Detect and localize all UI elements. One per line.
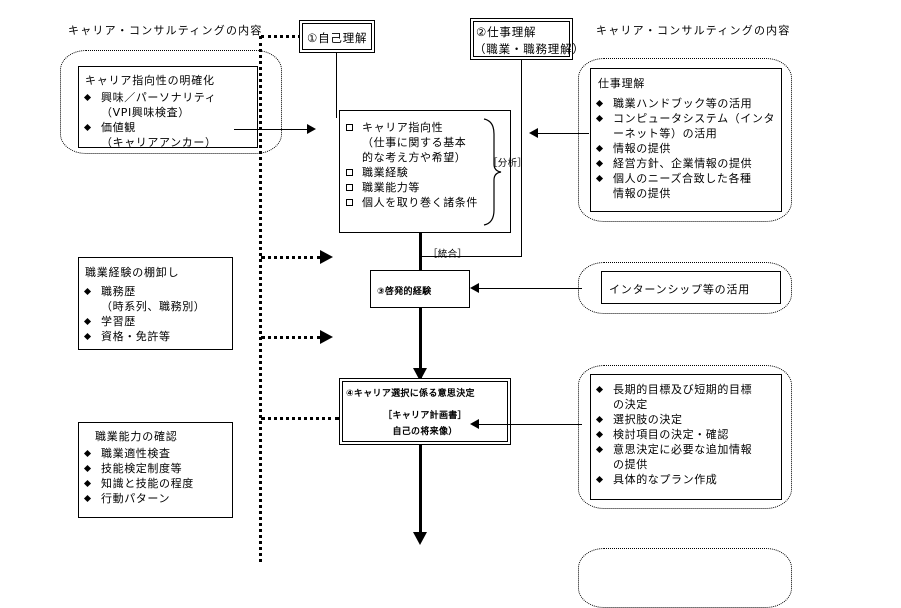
left-box-1-item-3: 価値観 [79, 120, 257, 135]
stage-box-2-label-line2: （職業・職務理解） [474, 42, 585, 56]
right-box-work-understanding: 仕事理解 職業ハンドブック等の活用 コンピュータシステム（インタ ーネット等）の… [590, 68, 782, 212]
analysis-item-2: （仕事に関する基本 [362, 136, 467, 149]
left-box-2-item-1: 職務歴 [79, 284, 232, 299]
right-box-3-item-4: 検討項目の決定・確認 [591, 427, 781, 442]
spine-analysis-to-enlightening [419, 233, 422, 271]
left-column-header: キャリア・コンサルティングの内容 [68, 24, 263, 37]
line-decision-support-to-decision [478, 424, 582, 425]
connector-work-understanding-to-center [420, 256, 522, 257]
stage-box-work-understanding: ②仕事理解 （職業・職務理解） [470, 18, 585, 60]
connector-work-understanding-down [521, 60, 522, 256]
left-box-3-item-2: 技能検定制度等 [79, 461, 232, 476]
right-box-3-item-6: の提供 [613, 458, 648, 471]
right-box-1-item-3: ーネット等）の活用 [613, 127, 718, 140]
line-internship-to-enlightening [478, 288, 582, 289]
right-group-outline-1 [578, 58, 792, 222]
left-box-1-title: キャリア指向性の明確化 [85, 74, 215, 87]
left-box-2-item-3: 学習歴 [79, 314, 232, 329]
right-column-header: キャリア・コンサルティングの内容 [596, 24, 791, 37]
left-box-1-item-2: （VPI興味検査） [101, 106, 190, 119]
stage-box-4-sub2: 自己の将来像） [392, 427, 458, 437]
left-box-3-item-3: 知識と技能の程度 [79, 476, 232, 491]
left-box-3-item-4: 行動パターン [79, 491, 232, 506]
analysis-brace-icon [483, 118, 502, 226]
arrow-box1-to-analysis-icon [307, 124, 316, 134]
left-box-3-title: 職業能力の確認 [95, 430, 178, 443]
right-group-outline-2 [578, 262, 792, 314]
right-box-1-item-1: 職業ハンドブック等の活用 [591, 96, 781, 111]
right-box-1-item-5: 経営方針、企業情報の提供 [591, 156, 781, 171]
left-box-2-item-4: 資格・免許等 [79, 329, 232, 344]
right-box-3-item-3: 選択肢の決定 [591, 412, 781, 427]
stage-box-4-sub1: ［キャリア計画書］ [383, 411, 467, 421]
left-box-2-title: 職業経験の棚卸し [85, 266, 180, 279]
arrow-internship-to-enlightening-icon [470, 283, 479, 293]
right-group-outline-3 [578, 365, 792, 509]
stage-box-decision: ④キャリア選択に係る意思決定 ［キャリア計画書］ 自己の将来像） [339, 378, 511, 445]
stage-box-self-understanding: ①自己理解 [299, 20, 375, 53]
analysis-bracket-label: ［分析］ [488, 158, 528, 169]
right-box-1-item-2: コンピュータシステム（インタ [591, 111, 781, 126]
left-box-1-item-1: 興味／パーソナリティ [79, 90, 257, 105]
diagram-canvas: キャリア・コンサルティングの内容 キャリア・コンサルティングの内容 キャリア指向… [0, 0, 901, 562]
right-box-3-item-1: 長期的目標及び短期的目標 [591, 382, 781, 397]
left-box-career-orientation: キャリア指向性の明確化 興味／パーソナリティ （VPI興味検査） 価値観 （キャ… [78, 66, 258, 149]
analysis-box: キャリア指向性 （仕事に関する基本 的な考え方や希望） 職業経験 職業能力等 個… [339, 110, 511, 233]
arrow-into-decision-icon [413, 368, 427, 381]
left-box-2-item-2: （時系列、職務別） [101, 300, 206, 313]
right-box-decision-support: 長期的目標及び短期的目標 の決定 選択肢の決定 検討項目の決定・確認 意思決定に… [590, 374, 782, 500]
right-box-1-item-6: 個人のニーズ合致した各種 [591, 171, 781, 186]
analysis-item-1: キャリア指向性 [340, 120, 510, 135]
left-box-work-experience: 職業経験の棚卸し 職務歴 （時系列、職務別） 学習歴 資格・免許等 [78, 257, 233, 350]
right-box-3-item-7: 具体的なプラン作成 [591, 472, 781, 487]
right-box-1-title: 仕事理解 [598, 77, 646, 90]
stage-box-enlightening-experience: ③啓発的経験 [370, 270, 470, 308]
right-box-3-item-5: 意思決定に必要な追加情報 [591, 442, 781, 457]
right-box-1-item-7: 情報の提供 [613, 187, 671, 200]
stage-box-4-title: ④キャリア選択に係る意思決定 [346, 389, 475, 399]
left-dotted-spine [259, 36, 262, 562]
analysis-item-6: 個人を取り巻く諸条件 [340, 195, 510, 210]
spine-enlightening-to-decision [419, 308, 422, 380]
dotted-branch-to-enlightening [261, 336, 321, 339]
left-box-1-item-4: （キャリアアンカー） [101, 136, 217, 149]
right-box-1-item-4: 情報の提供 [591, 141, 781, 156]
right-box-3-item-2: の決定 [613, 398, 648, 411]
arrow-downward-continue-icon [413, 532, 427, 545]
line-box1-to-analysis [234, 129, 308, 130]
stage-box-2-label-line1: ②仕事理解 [476, 25, 537, 39]
dotted-branch-to-decision [261, 417, 339, 420]
analysis-item-3: 的な考え方や希望） [362, 151, 467, 164]
right-group-outline-4-partial [578, 548, 792, 608]
left-box-3-item-1: 職業適性検査 [79, 446, 232, 461]
dotted-branch-to-self-understanding [261, 35, 301, 38]
stage-box-1-label: ①自己理解 [307, 31, 368, 45]
left-box-vocational-ability: 職業能力の確認 職業適性検査 技能検定制度等 知識と技能の程度 行動パターン [78, 422, 233, 518]
analysis-item-4: 職業経験 [340, 165, 510, 180]
arrow-decision-support-to-decision-icon [470, 419, 479, 429]
dotted-branch-to-analysis [261, 256, 321, 259]
arrow-dotted-to-analysis-icon [320, 250, 333, 264]
stage-box-3-label: ③啓発的経験 [377, 287, 432, 297]
connector-self-understanding-down [336, 53, 337, 118]
arrow-dotted-to-enlightening-icon [320, 330, 333, 344]
spine-decision-downward [419, 445, 422, 540]
line-work-info-to-analysis [537, 133, 589, 134]
left-group-outline-1 [60, 50, 282, 154]
right-box-internship: インターンシップ等の活用 [601, 271, 781, 304]
right-box-2-title: インターンシップ等の活用 [609, 283, 751, 296]
arrow-work-info-to-analysis-icon [529, 128, 538, 138]
analysis-item-5: 職業能力等 [340, 180, 510, 195]
integration-label: ［統合］ [428, 249, 468, 260]
